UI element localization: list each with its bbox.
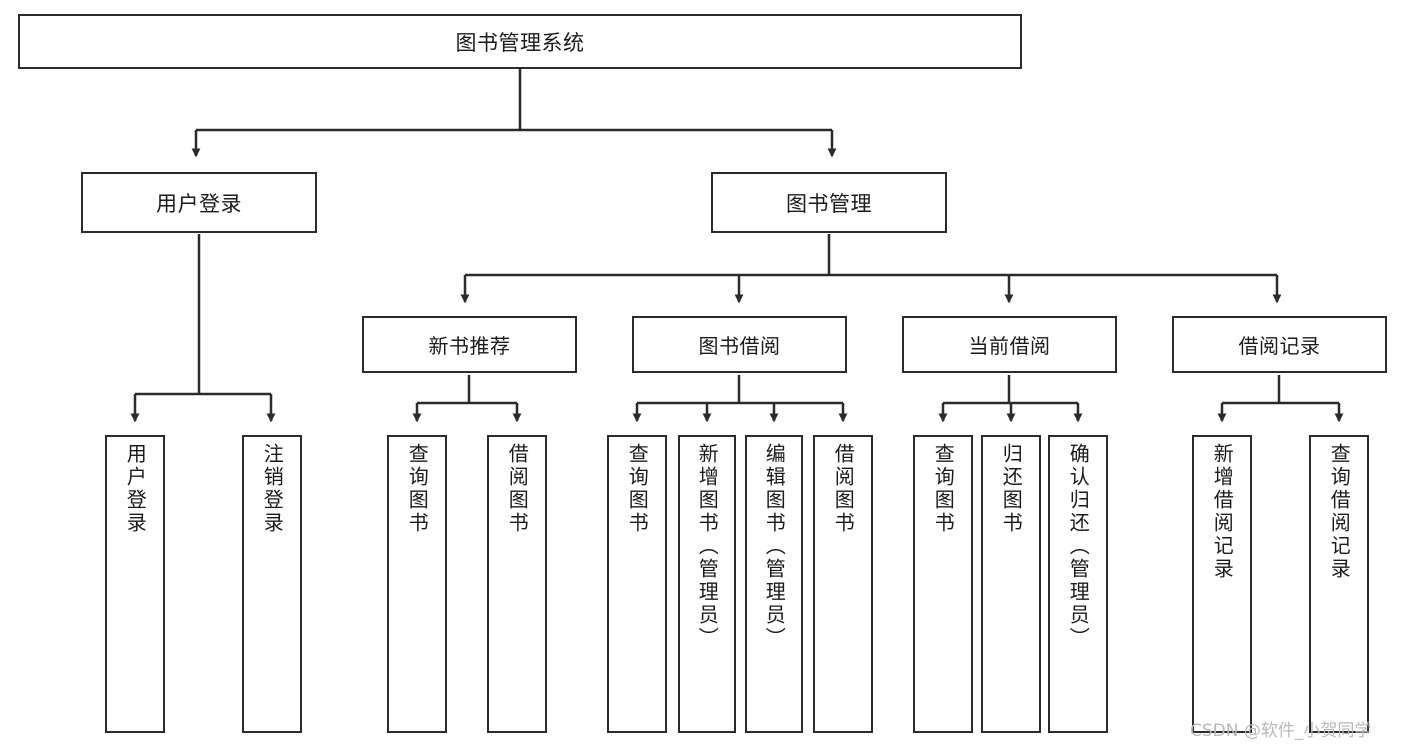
node-label: 新增借阅记录 [1210, 443, 1235, 581]
node-leaf-user-login[interactable]: 用户登录 [105, 435, 165, 733]
node-label: 确认归还（管理员） [1066, 443, 1091, 650]
node-leaf-logout-login[interactable]: 注销登录 [242, 435, 302, 733]
node-label: 当前借阅 [968, 334, 1051, 358]
node-label: 新增图书（管理员） [695, 443, 720, 650]
node-leaf-borrow-book-recommend[interactable]: 借阅图书 [487, 435, 547, 733]
node-label: 借阅记录 [1238, 334, 1321, 358]
node-leaf-borrow-book-borrow[interactable]: 借阅图书 [813, 435, 873, 733]
node-label: 图书管理系统 [455, 30, 585, 55]
node-label: 图书借阅 [698, 334, 781, 358]
csdn-watermark: CSDN @软件_小贺同学 [1190, 721, 1372, 741]
node-label: 新书推荐 [428, 334, 511, 358]
node-borrow-record[interactable]: 借阅记录 [1172, 316, 1387, 373]
node-label: 借阅图书 [505, 443, 530, 535]
node-book-manage[interactable]: 图书管理 [711, 172, 947, 233]
node-leaf-edit-book[interactable]: 编辑图书（管理员） [745, 435, 803, 733]
node-label: 用户登录 [156, 191, 242, 216]
node-label: 归还图书 [999, 443, 1024, 535]
node-leaf-query-book-borrow[interactable]: 查询图书 [607, 435, 667, 733]
node-label: 查询借阅记录 [1327, 443, 1352, 581]
node-label: 图书管理 [786, 191, 872, 216]
node-leaf-query-borrow-record[interactable]: 查询借阅记录 [1309, 435, 1369, 733]
node-label: 借阅图书 [831, 443, 856, 535]
node-leaf-confirm-return[interactable]: 确认归还（管理员） [1048, 435, 1108, 733]
node-current-borrow[interactable]: 当前借阅 [902, 316, 1117, 373]
node-new-book-recommend[interactable]: 新书推荐 [362, 316, 577, 373]
node-label: 查询图书 [625, 443, 650, 535]
node-leaf-add-book[interactable]: 新增图书（管理员） [678, 435, 736, 733]
node-leaf-query-book-current[interactable]: 查询图书 [913, 435, 973, 733]
node-label: 查询图书 [931, 443, 956, 535]
node-user-login[interactable]: 用户登录 [81, 172, 317, 233]
node-leaf-add-borrow-record[interactable]: 新增借阅记录 [1192, 435, 1252, 733]
node-leaf-return-book[interactable]: 归还图书 [981, 435, 1041, 733]
node-root-system[interactable]: 图书管理系统 [18, 14, 1022, 69]
node-label: 查询图书 [405, 443, 430, 535]
node-leaf-query-book-recommend[interactable]: 查询图书 [387, 435, 447, 733]
node-book-borrow[interactable]: 图书借阅 [632, 316, 847, 373]
node-label: 注销登录 [260, 443, 285, 535]
node-label: 编辑图书（管理员） [762, 443, 787, 650]
node-label: 用户登录 [123, 443, 148, 535]
